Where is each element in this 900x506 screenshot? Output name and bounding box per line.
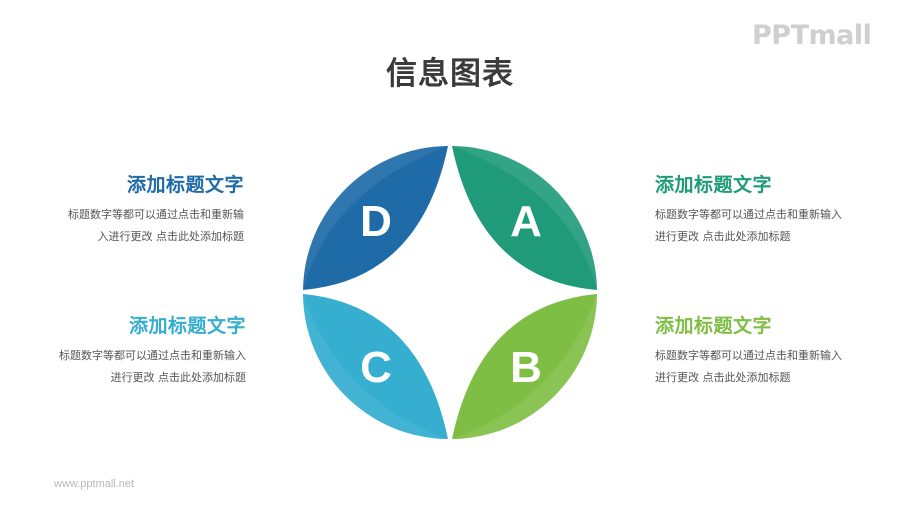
description-a[interactable]: 标题数字等都可以通过点击和重新输入 进行更改 点击此处添加标题	[655, 204, 895, 248]
text-block-a: 添加标题文字 标题数字等都可以通过点击和重新输入 进行更改 点击此处添加标题	[655, 172, 895, 248]
brand-logo: PPTmall	[752, 20, 872, 51]
description-a-line-2: 进行更改 点击此处添加标题	[655, 230, 791, 243]
description-c[interactable]: 标题数字等都可以通过点击和重新输入 进行更改 点击此处添加标题	[6, 345, 246, 389]
segment-d[interactable]: D	[303, 146, 448, 290]
heading-d[interactable]: 添加标题文字	[126, 174, 244, 196]
text-block-d: 添加标题文字 标题数字等都可以通过点击和重新输 入进行更改 点击此处添加标题	[4, 172, 244, 248]
text-block-c: 添加标题文字 标题数字等都可以通过点击和重新输入 进行更改 点击此处添加标题	[6, 313, 246, 389]
page-title: 信息图表	[386, 56, 514, 92]
heading-c[interactable]: 添加标题文字	[128, 315, 246, 337]
segment-c-letter: C	[360, 343, 392, 392]
segment-c-shape	[303, 294, 448, 439]
footer-url: www.pptmall.net	[54, 478, 135, 490]
segment-a-shape	[452, 146, 597, 290]
description-c-line-1: 标题数字等都可以通过点击和重新输入	[59, 349, 246, 362]
heading-b[interactable]: 添加标题文字	[655, 315, 773, 337]
description-b-line-1: 标题数字等都可以通过点击和重新输入	[655, 349, 842, 362]
description-c-line-2: 进行更改 点击此处添加标题	[110, 371, 247, 384]
segment-a[interactable]: A	[452, 146, 597, 290]
description-b-line-2: 进行更改 点击此处添加标题	[655, 371, 791, 384]
description-b[interactable]: 标题数字等都可以通过点击和重新输入 进行更改 点击此处添加标题	[655, 345, 895, 389]
segment-d-letter: D	[360, 197, 392, 246]
segment-b-shape	[452, 294, 597, 439]
segment-b-letter: B	[510, 343, 542, 392]
segment-c[interactable]: C	[303, 294, 448, 439]
text-block-b: 添加标题文字 标题数字等都可以通过点击和重新输入 进行更改 点击此处添加标题	[655, 313, 895, 389]
segment-a-letter: A	[510, 197, 542, 246]
heading-a[interactable]: 添加标题文字	[655, 174, 773, 196]
description-a-line-1: 标题数字等都可以通过点击和重新输入	[655, 208, 842, 221]
segment-d-shape	[303, 146, 448, 290]
description-d-line-1: 标题数字等都可以通过点击和重新输	[68, 208, 244, 221]
description-d[interactable]: 标题数字等都可以通过点击和重新输 入进行更改 点击此处添加标题	[4, 204, 244, 248]
description-d-line-2: 入进行更改 点击此处添加标题	[97, 230, 245, 243]
segment-b[interactable]: B	[452, 294, 597, 439]
